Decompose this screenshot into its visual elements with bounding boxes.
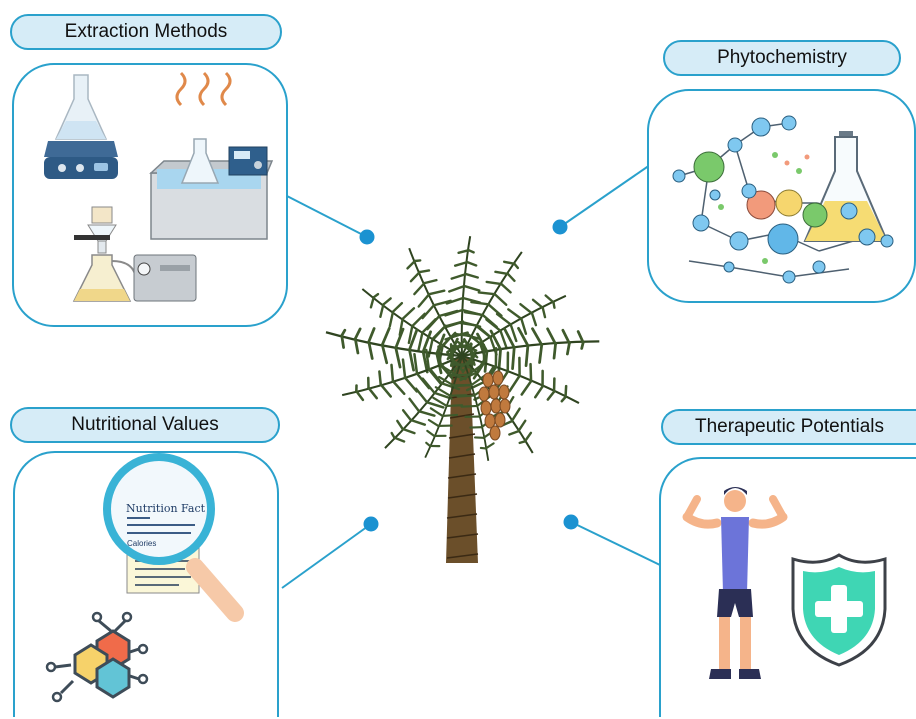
panel-nutritional-values: Nutrition Fact Calories xyxy=(13,451,279,717)
connector-phytochemistry xyxy=(559,164,651,228)
molecules-flask-icon xyxy=(672,115,894,284)
node-label-extraction: Extraction Methods xyxy=(10,14,282,50)
node-label-phytochemistry: Phytochemistry xyxy=(663,40,901,76)
panel-extraction-methods xyxy=(12,63,288,327)
node-label-nutritional: Nutritional Values xyxy=(10,407,280,443)
date-palm-tree-icon xyxy=(321,234,603,563)
nutrition-fact-title: Nutrition Fact xyxy=(126,502,206,515)
nutrition-calories-label: Calories xyxy=(127,539,157,548)
athlete-shield-icon xyxy=(682,487,887,679)
node-dot-therapeutic xyxy=(563,514,579,530)
node-label-therapeutic: Therapeutic Potentials xyxy=(661,409,916,445)
node-dot-nutritional xyxy=(363,516,379,532)
connector-nutritional xyxy=(281,523,372,589)
node-dot-phytochemistry xyxy=(552,219,568,235)
node-dot-extraction xyxy=(359,229,375,245)
lab-equipment-icon xyxy=(44,71,274,302)
connector-extraction xyxy=(284,194,368,238)
connector-therapeutic xyxy=(570,521,661,566)
panel-phytochemistry xyxy=(647,89,916,303)
panel-therapeutic-potentials xyxy=(659,457,916,717)
nutrition-magnifier-icon xyxy=(45,453,244,703)
